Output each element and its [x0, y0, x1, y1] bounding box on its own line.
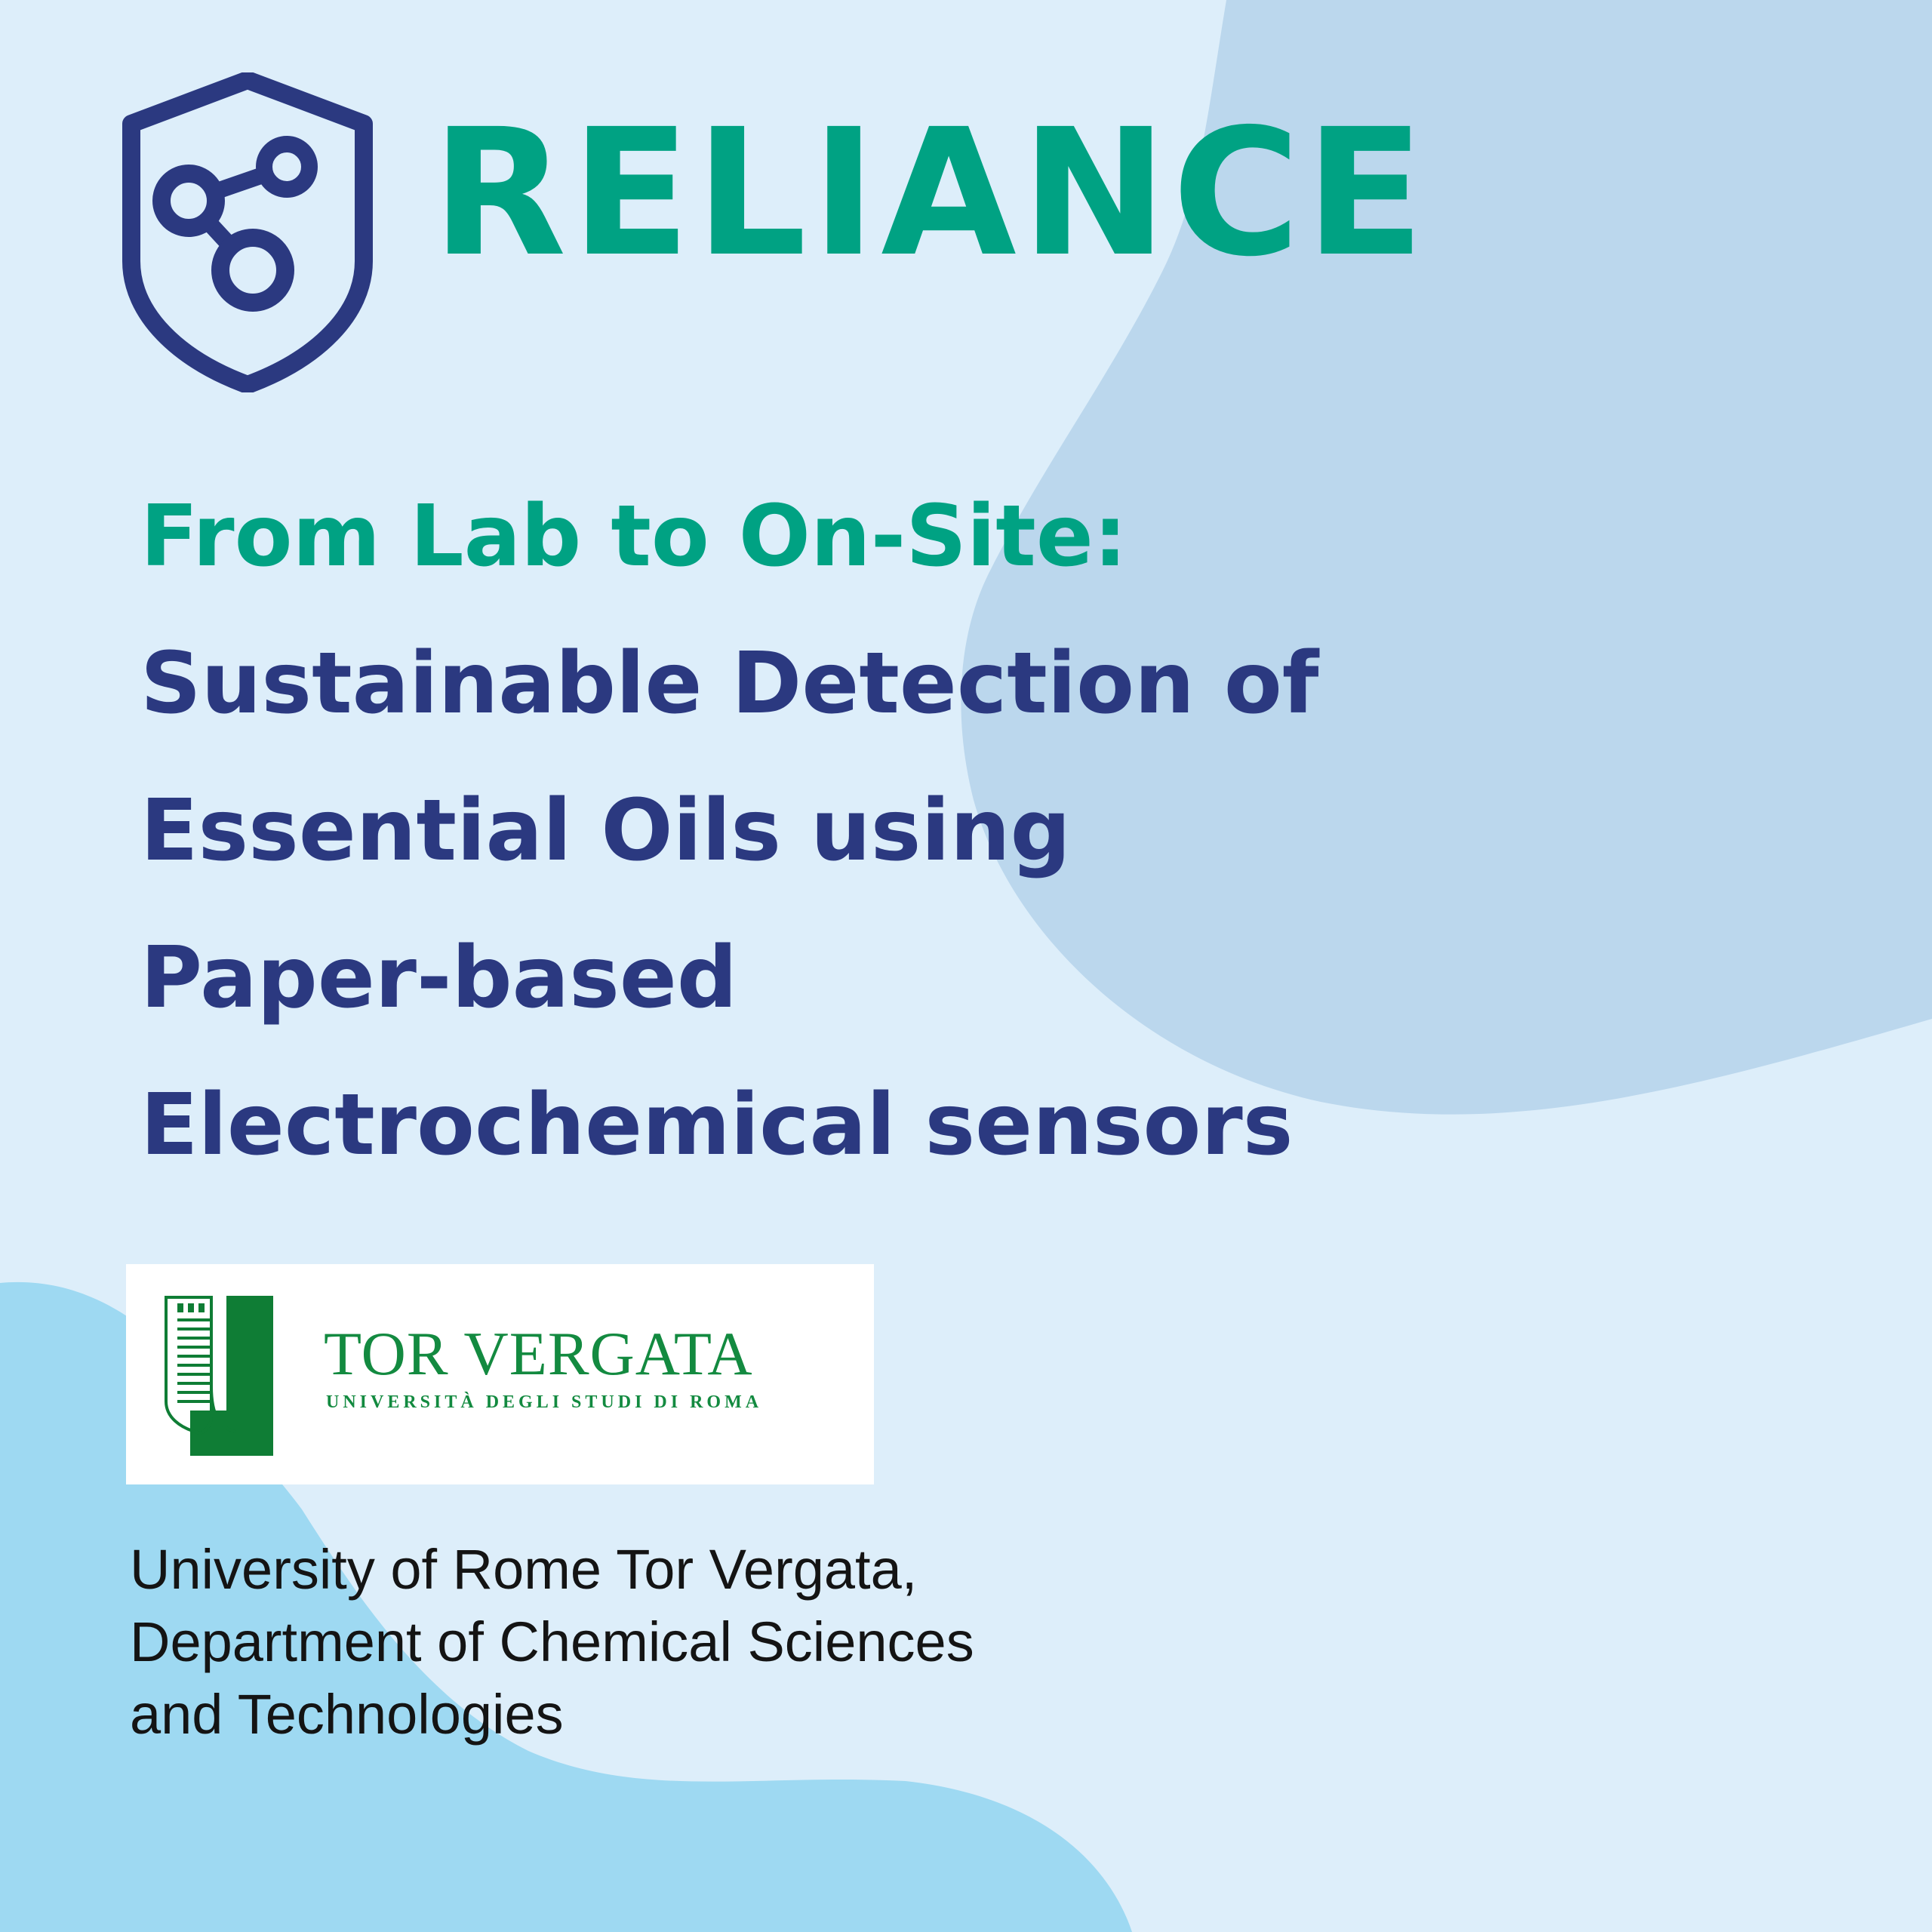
- headline-line-2: Sustainable Detection of: [140, 635, 1319, 733]
- affiliation-line-1: University of Rome Tor Vergata,: [130, 1538, 918, 1601]
- shield-molecule-icon: [122, 72, 373, 392]
- tor-vergata-name: TOR VERGATA: [324, 1319, 753, 1388]
- headline-line-3: Essential Oils using: [140, 782, 1071, 880]
- tor-vergata-logo-card: TOR VERGATA UNIVERSITÀ DEGLI STUDI DI RO…: [126, 1264, 874, 1484]
- headline-line-5: Electrochemical sensors: [140, 1076, 1294, 1174]
- bottom-left-blob: [0, 1281, 1132, 1932]
- tor-vergata-emblem-icon: [165, 1296, 273, 1456]
- headline-line-4: Paper-based: [140, 929, 738, 1027]
- headline: From Lab to On-Site: Sustainable Detecti…: [140, 463, 1650, 1199]
- tor-vergata-subtitle: UNIVERSITÀ DEGLI STUDI DI ROMA: [326, 1392, 763, 1412]
- brand-name: RELIANCE: [432, 91, 1429, 295]
- headline-line-1: From Lab to On-Site:: [140, 488, 1128, 586]
- affiliation: University of Rome Tor Vergata, Departme…: [130, 1534, 1413, 1751]
- affiliation-line-3: and Technologies: [130, 1683, 564, 1746]
- affiliation-line-2: Department of Chemical Sciences: [130, 1611, 974, 1673]
- top-right-blob: [961, 0, 1932, 1115]
